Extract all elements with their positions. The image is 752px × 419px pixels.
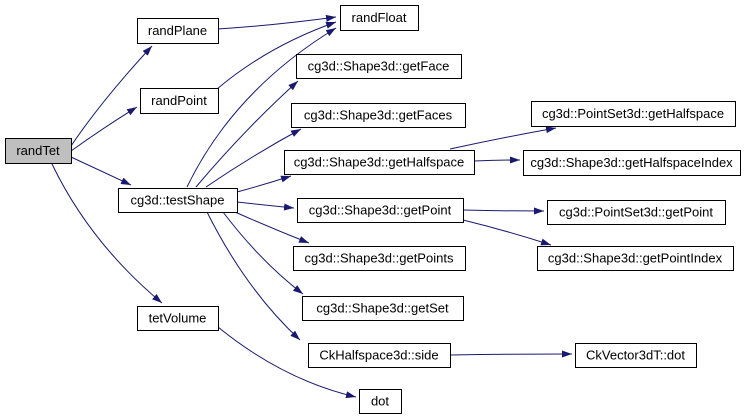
node-getFaces[interactable]: cg3d::Shape3d::getFaces (291, 103, 466, 128)
node-label-getFaces: cg3d::Shape3d::getFaces (304, 108, 453, 123)
edge-randTet-randPlane (70, 45, 153, 147)
node-label-ps_getHalfspace: cg3d::PointSet3d::getHalfspace (542, 106, 724, 121)
node-ps_getHalfspace[interactable]: cg3d::PointSet3d::getHalfspace (531, 101, 736, 127)
node-vec_dot[interactable]: CkVector3dT::dot (575, 343, 697, 368)
node-dot[interactable]: dot (359, 389, 402, 414)
edge-randPlane-randFloat (217, 14, 337, 30)
node-box-randPlane[interactable] (137, 18, 219, 44)
node-label-dot: dot (371, 394, 389, 409)
node-getPoint[interactable]: cg3d::Shape3d::getPoint (297, 198, 464, 223)
node-ps_getPoint[interactable]: cg3d::PointSet3d::getPoint (547, 200, 726, 225)
edge-randPoint-randFloat (216, 21, 337, 90)
node-tetVolume[interactable]: tetVolume (137, 306, 219, 331)
node-box-getPointIndex[interactable] (537, 246, 734, 271)
node-box-getHalfspace[interactable] (284, 150, 475, 175)
node-box-dot[interactable] (359, 389, 402, 414)
node-label-getPointIndex: cg3d::Shape3d::getPointIndex (548, 251, 723, 266)
node-getHalfspaceIndex[interactable]: cg3d::Shape3d::getHalfspaceIndex (523, 150, 741, 176)
node-label-randPoint: randPoint (151, 93, 207, 108)
node-box-testShape[interactable] (118, 188, 238, 213)
node-box-tetVolume[interactable] (137, 306, 219, 331)
edge-randTet-testShape (70, 156, 132, 186)
node-randFloat[interactable]: randFloat (340, 5, 419, 31)
node-box-randTet (5, 138, 72, 164)
node-getPointIndex[interactable]: cg3d::Shape3d::getPointIndex (537, 246, 734, 271)
node-label-getHalfspace: cg3d::Shape3d::getHalfspace (294, 155, 465, 170)
node-getFace[interactable]: cg3d::Shape3d::getFace (296, 54, 462, 79)
node-randTet: randTet (5, 138, 72, 164)
node-label-tetVolume: tetVolume (149, 311, 207, 326)
node-label-getPoints: cg3d::Shape3d::getPoints (305, 251, 454, 266)
node-side[interactable]: CkHalfspace3d::side (308, 343, 451, 368)
node-box-randFloat[interactable] (340, 5, 419, 31)
node-label-testShape: cg3d::testShape (131, 193, 225, 208)
edge-getPoint-getPointIndex (462, 219, 552, 246)
node-box-getSet[interactable] (302, 296, 464, 321)
node-box-vec_dot[interactable] (575, 343, 697, 368)
node-box-getPoint[interactable] (297, 198, 464, 223)
edge-side-vec_dot (449, 350, 573, 358)
node-box-ps_getHalfspace[interactable] (531, 101, 736, 127)
node-label-getFace: cg3d::Shape3d::getFace (308, 59, 450, 74)
node-box-ps_getPoint[interactable] (547, 200, 726, 225)
edge-testShape-randFloat (186, 27, 337, 188)
node-box-getFaces[interactable] (291, 103, 466, 128)
edge-randTet-randPoint (70, 106, 138, 152)
edge-getHalfspace-ps_getHalfspace (449, 126, 557, 150)
edge-testShape-getFace (195, 80, 299, 188)
edge-getHalfspace-getHalfspaceIndex (473, 156, 521, 164)
node-label-getPoint: cg3d::Shape3d::getPoint (309, 203, 452, 218)
node-label-randPlane: randPlane (148, 23, 207, 38)
node-box-getHalfspaceIndex[interactable] (523, 150, 741, 176)
node-getSet[interactable]: cg3d::Shape3d::getSet (302, 296, 464, 321)
edge-testShape-getSet (222, 211, 304, 295)
node-label-randTet: randTet (16, 143, 60, 158)
node-getHalfspace[interactable]: cg3d::Shape3d::getHalfspace (284, 150, 475, 175)
edge-testShape-getHalfspace (236, 175, 292, 193)
edge-tetVolume-dot (217, 326, 357, 399)
edge-testShape-side (206, 211, 301, 341)
edge-getPoint-ps_getPoint (462, 207, 545, 215)
node-label-getHalfspaceIndex: cg3d::Shape3d::getHalfspaceIndex (530, 155, 733, 170)
node-getPoints[interactable]: cg3d::Shape3d::getPoints (293, 246, 466, 271)
edge-testShape-getFaces (205, 128, 302, 188)
node-randPoint[interactable]: randPoint (140, 88, 219, 114)
node-label-side: CkHalfspace3d::side (319, 348, 438, 363)
edge-randTet-tetVolume (51, 163, 163, 304)
node-label-vec_dot: CkVector3dT::dot (586, 348, 685, 363)
node-testShape[interactable]: cg3d::testShape (118, 188, 238, 213)
node-randPlane[interactable]: randPlane (137, 18, 219, 44)
node-box-side[interactable] (308, 343, 451, 368)
node-label-ps_getPoint: cg3d::PointSet3d::getPoint (559, 205, 713, 220)
node-box-getPoints[interactable] (293, 246, 466, 271)
node-box-randPoint[interactable] (140, 88, 219, 114)
node-label-randFloat: randFloat (352, 10, 407, 25)
node-label-getSet: cg3d::Shape3d::getSet (316, 301, 449, 316)
edge-testShape-getPoint (236, 201, 295, 211)
edge-testShape-getPoints (234, 211, 310, 244)
node-box-getFace[interactable] (296, 54, 462, 79)
